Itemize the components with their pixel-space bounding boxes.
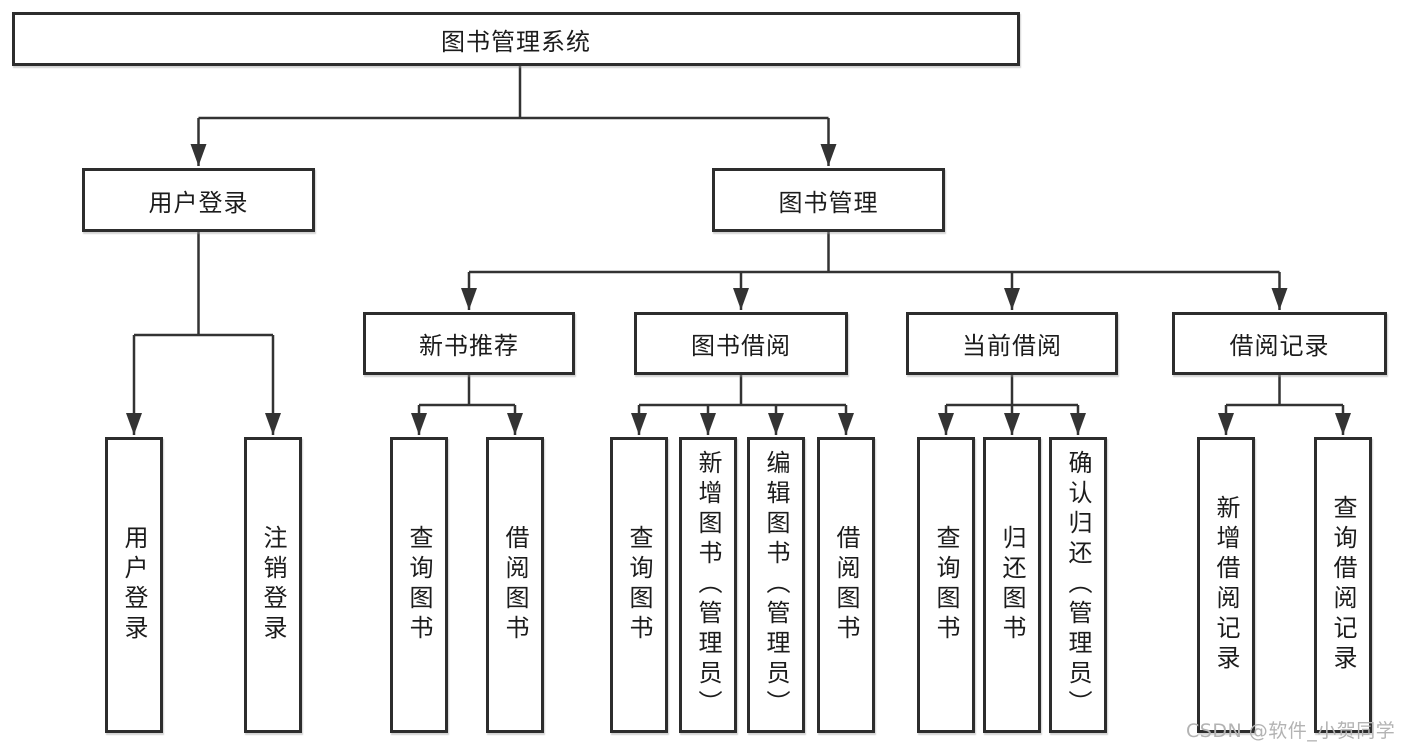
leaf-borrowing-query-books: 查询图书: [610, 437, 668, 733]
leaf-recommend-borrow-books-label: 借阅图书: [501, 525, 529, 645]
node-book-management: 图书管理: [712, 168, 945, 232]
node-new-book-recommend-label: 新书推荐: [419, 332, 519, 360]
leaf-logout-label: 注销登录: [259, 525, 287, 645]
leaf-borrowing-borrow-books-label: 借阅图书: [832, 525, 860, 645]
leaf-records-add-record-label: 新增借阅记录: [1212, 495, 1240, 675]
leaf-borrowing-add-books-admin: 新增图书（管理员）: [679, 437, 737, 733]
node-current-borrowing-label: 当前借阅: [962, 332, 1062, 360]
csdn-watermark: CSDN @软件_小贺同学: [1186, 720, 1396, 742]
leaf-borrowing-query-books-label: 查询图书: [625, 525, 653, 645]
leaf-current-confirm-return-admin-label: 确认归还（管理员）: [1064, 450, 1092, 720]
leaf-logout: 注销登录: [244, 437, 302, 733]
leaf-current-return-books-label: 归还图书: [998, 525, 1026, 645]
leaf-recommend-query-books-label: 查询图书: [405, 525, 433, 645]
leaf-records-add-record: 新增借阅记录: [1197, 437, 1255, 733]
node-book-management-label: 图书管理: [778, 188, 879, 217]
leaf-recommend-query-books: 查询图书: [390, 437, 448, 733]
leaf-user-login-label: 用户登录: [120, 525, 148, 645]
leaf-user-login: 用户登录: [105, 437, 163, 733]
leaf-current-confirm-return-admin: 确认归还（管理员）: [1049, 437, 1107, 733]
leaf-borrowing-edit-books-admin: 编辑图书（管理员）: [747, 437, 805, 733]
leaf-current-query-books: 查询图书: [917, 437, 975, 733]
node-new-book-recommend: 新书推荐: [363, 312, 575, 375]
leaf-borrowing-borrow-books: 借阅图书: [817, 437, 875, 733]
node-current-borrowing: 当前借阅: [906, 312, 1118, 375]
node-user-login: 用户登录: [82, 168, 315, 232]
node-book-borrowing-label: 图书借阅: [691, 332, 791, 360]
leaf-records-query-record: 查询借阅记录: [1314, 437, 1372, 733]
leaf-recommend-borrow-books: 借阅图书: [486, 437, 544, 733]
leaf-records-query-record-label: 查询借阅记录: [1329, 495, 1357, 675]
node-user-login-label: 用户登录: [148, 188, 249, 217]
leaf-borrowing-edit-books-admin-label: 编辑图书（管理员）: [762, 450, 790, 720]
node-library-system-label: 图书管理系统: [441, 27, 591, 56]
leaf-current-query-books-label: 查询图书: [932, 525, 960, 645]
leaf-current-return-books: 归还图书: [983, 437, 1041, 733]
node-borrowing-records: 借阅记录: [1172, 312, 1387, 375]
node-borrowing-records-label: 借阅记录: [1229, 332, 1330, 360]
node-library-system: 图书管理系统: [12, 12, 1020, 66]
leaf-borrowing-add-books-admin-label: 新增图书（管理员）: [694, 450, 722, 720]
node-book-borrowing: 图书借阅: [634, 312, 848, 375]
